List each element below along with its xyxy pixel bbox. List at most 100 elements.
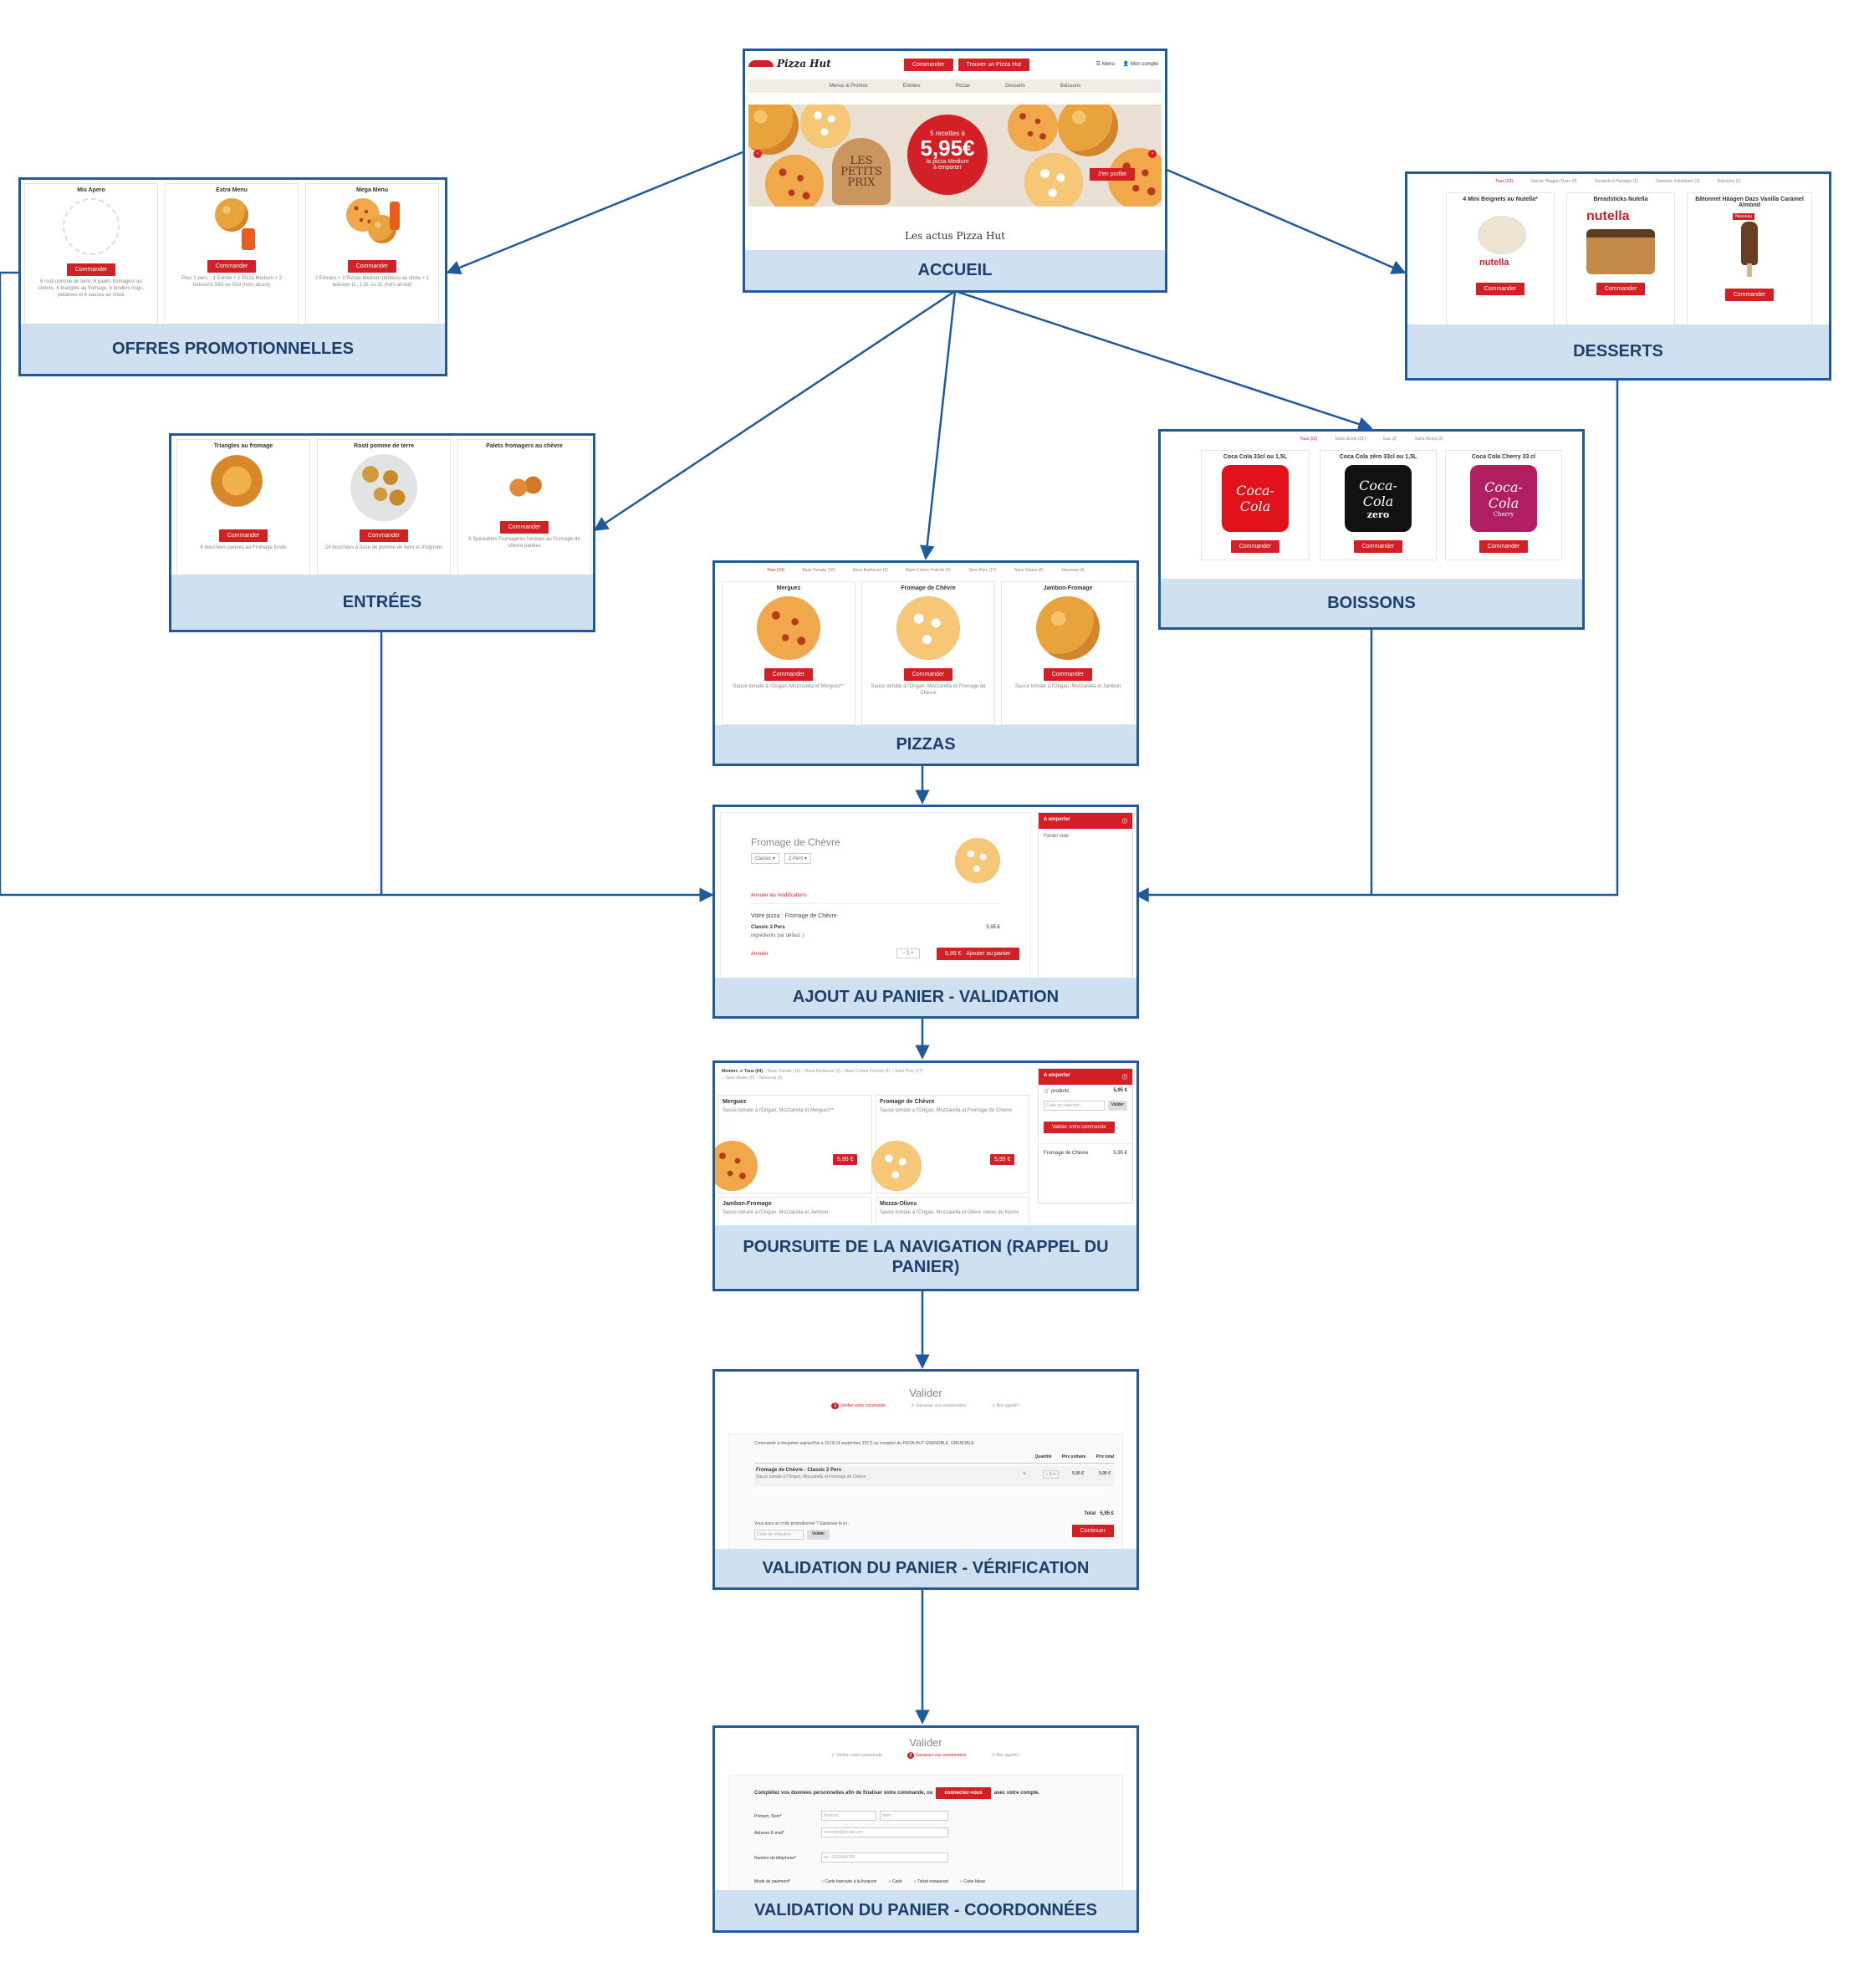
tab-tous[interactable]: Tous (24) xyxy=(767,568,784,573)
account-link[interactable]: 👤 Mon compte xyxy=(1122,62,1158,67)
tab-glaces[interactable]: Glaces Häagen-Dazs (8) xyxy=(1530,179,1577,184)
caption-coordonnees: VALIDATION DU PANIER - COORDONNÉES xyxy=(715,1890,1136,1930)
caption-boissons: BOISSONS xyxy=(1161,579,1582,627)
tab-sans-porc[interactable]: Sans Porc (17) xyxy=(968,568,997,573)
promo-banner[interactable]: LES PETITS PRIX 5 recettes à 5,95€ la pi… xyxy=(748,105,1162,207)
pizza-row-card[interactable]: Fromage de Chèvre Sauce tomate à l'Origa… xyxy=(871,1095,1029,1193)
tab-partager[interactable]: Desserts à Partager (2) xyxy=(1594,179,1638,184)
payment-option[interactable]: ○ Carte bleue xyxy=(959,1879,986,1884)
dessert-card[interactable]: Breadsticks Nutella nutella Commander xyxy=(1566,192,1675,326)
pizza-row-card[interactable]: Mozza-Olives Sauce tomate à l'Origan, Mo… xyxy=(876,1197,1029,1229)
commander-button[interactable]: Commander xyxy=(499,521,549,534)
nav-item-boissons[interactable]: Boissons xyxy=(1060,84,1081,89)
filter-item[interactable]: Nouveau (4) xyxy=(759,1076,783,1081)
nav-item-menus[interactable]: Menus & Promos xyxy=(829,84,868,89)
nav-item-entrees[interactable]: Entrées xyxy=(902,84,921,89)
carousel-prev-icon[interactable]: ‹ xyxy=(753,150,762,158)
boisson-card[interactable]: Coca Cola 33cl ou 1,5L Coca-Cola Command… xyxy=(1201,450,1310,560)
nav-item-pizzas[interactable]: Pizzas xyxy=(955,84,971,89)
tab-individuels[interactable]: Desserts Individuels (3) xyxy=(1656,179,1700,184)
info-icon[interactable]: ⓘ xyxy=(1121,1076,1127,1081)
trouver-pizzahut-button[interactable]: Trouver un Pizza Hut xyxy=(958,59,1030,71)
lastname-field[interactable]: Nom xyxy=(880,1811,948,1821)
login-button[interactable]: connectez-vous xyxy=(936,1787,991,1799)
filter-item[interactable]: Base Crème Fraîche (4) xyxy=(845,1069,891,1074)
commander-button[interactable]: Commander xyxy=(904,59,953,71)
dessert-card[interactable]: Bâtonnet Häagen Dazs Vanilla Caramel Alm… xyxy=(1687,192,1812,326)
tab-sans-alcool[interactable]: Sans alcool (21) xyxy=(1335,437,1366,442)
commander-button[interactable]: Commander xyxy=(1353,540,1403,553)
dessert-card[interactable]: 4 Mini Beignets au Nutella* nutella Comm… xyxy=(1446,192,1555,326)
tab-base-creme[interactable]: Base Crème Fraîche (4) xyxy=(906,568,951,573)
edit-icon[interactable]: ✎ xyxy=(1022,1472,1027,1477)
tab-base-tomate[interactable]: Base Tomate (16) xyxy=(802,568,835,573)
filter-item[interactable]: Sans Gluten (6) xyxy=(725,1076,755,1081)
tab-base-barbecue[interactable]: Base Barbecue (3) xyxy=(853,568,888,573)
quantity-stepper[interactable]: − 1 + xyxy=(896,948,920,958)
size-select[interactable]: 2 Pers ▾ xyxy=(784,853,812,864)
tab-nouveau[interactable]: Nouveau (4) xyxy=(1061,568,1085,573)
commander-button[interactable]: Commander xyxy=(1479,540,1529,553)
jen-profite-button[interactable]: J'en profite xyxy=(1090,168,1136,181)
commander-button[interactable]: Commander xyxy=(903,668,953,681)
entree-card[interactable]: Triangles au fromage Commander 6 bouchée… xyxy=(176,439,310,576)
add-button[interactable]: 5,95 € xyxy=(990,1154,1015,1165)
offer-card[interactable]: Mix Apero Commander 6 rosti pomme de ter… xyxy=(24,183,158,325)
filter-item[interactable]: Base Barbecue (3) xyxy=(805,1069,840,1074)
commander-button[interactable]: Commander xyxy=(66,263,116,276)
entree-card[interactable]: Palets fromagers au chèvre Commander 6 S… xyxy=(457,439,591,576)
tab-sans-alcool-2[interactable]: Sans Alcool (2) xyxy=(1414,437,1443,442)
quantity-stepper[interactable]: − 1 + xyxy=(1042,1470,1059,1479)
tab-sans-gluten[interactable]: Sans Gluten (6) xyxy=(1014,568,1044,573)
payment-option[interactable]: ○ Carte bancaire à la livraison xyxy=(821,1879,877,1884)
cancel-mods-link[interactable]: Annuler les modifications xyxy=(751,893,807,898)
promo-validate-button[interactable]: Valider xyxy=(1107,1101,1127,1111)
promo-input[interactable]: Code de réduction xyxy=(754,1530,804,1540)
pizza-row-card[interactable]: Jambon-Fromage Sauce tomate à l'Origan, … xyxy=(718,1197,872,1229)
filter-item[interactable]: Base Tomate (16) xyxy=(767,1069,801,1074)
commander-button[interactable]: Commander xyxy=(347,260,397,273)
firstname-field[interactable]: Prénom xyxy=(821,1811,876,1821)
tab-tous[interactable]: Tous (23) xyxy=(1495,179,1514,184)
pizza-card[interactable]: Jambon-Fromage Commander Sauce tomate à … xyxy=(1001,581,1135,725)
tab-eau[interactable]: Eau (2) xyxy=(1383,437,1397,442)
filter-tous[interactable]: ✔ Tous (24) xyxy=(739,1069,764,1074)
commander-button[interactable]: Commander xyxy=(1230,540,1280,553)
commander-button[interactable]: Commander xyxy=(1043,668,1093,681)
phone-field[interactable]: ex : 0123456789 xyxy=(821,1853,948,1863)
pizza-row-card[interactable]: Merguez Sauce tomate à l'Origan, Mozzare… xyxy=(715,1095,872,1193)
commander-button[interactable]: Commander xyxy=(764,668,814,681)
filter-item[interactable]: Sans Porc (17) xyxy=(895,1069,923,1074)
pizza-card[interactable]: Merguez Commander Sauce tomate à l'Origa… xyxy=(722,581,855,725)
carousel-next-icon[interactable]: › xyxy=(1148,150,1157,158)
validate-order-button[interactable]: Valider votre commande xyxy=(1044,1122,1115,1133)
crust-select[interactable]: Classic ▾ xyxy=(751,853,780,864)
payment-option[interactable]: ○ Cash xyxy=(888,1879,902,1884)
info-icon[interactable]: ⓘ xyxy=(1121,820,1127,825)
menu-link[interactable]: ☰ Menu xyxy=(1095,62,1115,67)
entree-card[interactable]: Rosti pomme de terre Commander 24 bouché… xyxy=(317,439,451,576)
promo-validate-button[interactable]: Valider xyxy=(806,1530,830,1540)
commander-button[interactable]: Commander xyxy=(1724,289,1775,301)
offer-card[interactable]: Mega Menu Commander 2 Entrées + 2 Pizzas… xyxy=(305,183,439,325)
commander-button[interactable]: Commander xyxy=(218,529,268,542)
nav-item-desserts[interactable]: Desserts xyxy=(1005,84,1025,89)
cancel-link[interactable]: Annuler xyxy=(751,952,769,957)
email-field[interactable]: exemple@email.com xyxy=(821,1827,948,1837)
continue-button[interactable]: Continuer xyxy=(1071,1525,1114,1537)
offer-card[interactable]: Extra Menu Commander Pour 1 pers. : 1 En… xyxy=(165,183,299,325)
commander-button[interactable]: Commander xyxy=(359,529,409,542)
tab-tous[interactable]: Tous (23) xyxy=(1300,437,1318,442)
pizza-card[interactable]: Fromage de Chèvre Commander Sauce tomate… xyxy=(861,581,995,725)
caption-offres: OFFRES PROMOTIONNELLES xyxy=(21,324,445,374)
payment-option[interactable]: ○ Ticket restaurant xyxy=(913,1879,948,1884)
add-to-cart-button[interactable]: 5,95 € · Ajouter au panier xyxy=(937,948,1019,960)
add-button[interactable]: 5,95 € xyxy=(833,1154,858,1165)
promo-input[interactable]: Code de réduction xyxy=(1044,1101,1105,1111)
commander-button[interactable]: Commander xyxy=(1596,283,1646,295)
tab-boissons[interactable]: Boissons (1) xyxy=(1717,179,1741,184)
commander-button[interactable]: Commander xyxy=(1475,283,1525,295)
commander-button[interactable]: Commander xyxy=(207,260,257,273)
